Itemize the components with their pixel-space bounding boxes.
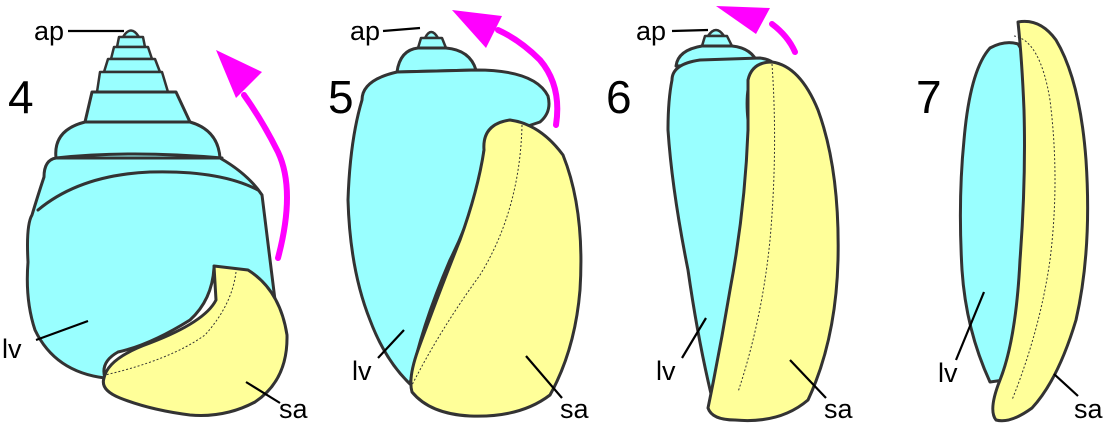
svg-text:lv: lv: [352, 356, 372, 386]
panel-number-7: 7: [916, 71, 942, 123]
label-ap-6: ap: [636, 16, 708, 46]
svg-text:sa: sa: [279, 394, 309, 424]
label-sa-7: sa: [1054, 374, 1104, 424]
panel-5: 5 ap lv sa: [328, 10, 590, 424]
label-ap-4: ap: [34, 16, 124, 46]
svg-text:ap: ap: [34, 16, 64, 46]
svg-text:lv: lv: [2, 334, 22, 364]
panel-7: 7 lv sa: [916, 21, 1104, 424]
panel-number-4: 4: [8, 71, 34, 123]
label-ap-5: ap: [350, 16, 420, 46]
svg-text:ap: ap: [350, 16, 380, 46]
panel-number-5: 5: [328, 71, 354, 123]
svg-text:lv: lv: [938, 358, 958, 388]
svg-text:ap: ap: [636, 16, 666, 46]
panel-6: 6 ap lv sa: [606, 6, 854, 424]
panel-4: 4 ap lv: [2, 16, 309, 424]
svg-text:sa: sa: [560, 394, 590, 424]
svg-text:sa: sa: [1074, 394, 1104, 424]
svg-text:sa: sa: [824, 394, 854, 424]
panel-number-6: 6: [606, 71, 632, 123]
svg-text:lv: lv: [656, 356, 676, 386]
